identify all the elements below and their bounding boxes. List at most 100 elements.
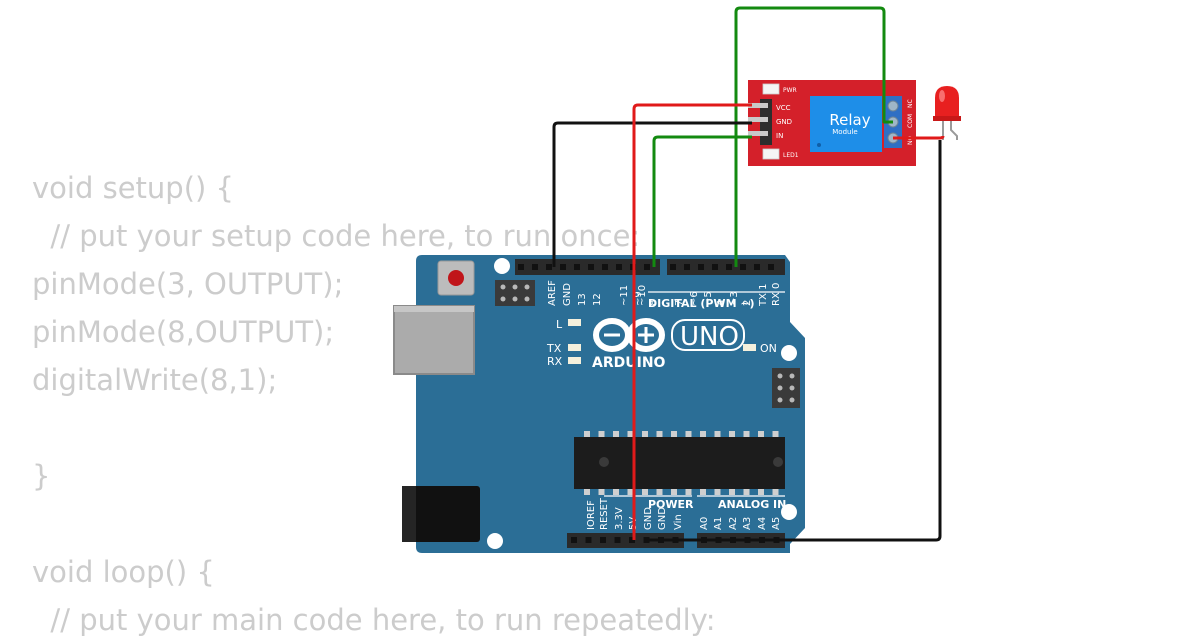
wire-green-in[interactable] [652, 135, 752, 267]
usb-connector [393, 305, 475, 375]
power-pin-label: GND [643, 507, 654, 530]
digital-pin-label: GND [562, 283, 573, 306]
led-tx [568, 344, 581, 351]
header-socket[interactable] [768, 264, 774, 270]
digital-pin-label: ~9 [633, 291, 644, 306]
digital-pin-label: 7 [674, 300, 685, 306]
header-socket[interactable] [670, 264, 676, 270]
chip-pin [772, 431, 779, 437]
header-socket[interactable] [740, 264, 746, 270]
digital-pin-label: RX 0 [771, 283, 782, 306]
analog-header-title: ANALOG IN [718, 498, 786, 511]
chip-pin [642, 431, 648, 437]
relay-cube [810, 96, 882, 152]
relay-pin-label-gnd: GND [776, 118, 792, 126]
power-pin-label: RESET [599, 497, 610, 530]
chip-pin [772, 489, 779, 495]
header-socket[interactable] [574, 264, 580, 270]
chip-pin [685, 431, 692, 437]
chip-pin [729, 431, 735, 437]
power-pin-label: GND [657, 507, 668, 530]
chip-pin [584, 489, 590, 495]
wire-green-com[interactable] [734, 6, 893, 267]
relay-title: Relay [829, 111, 870, 129]
analog-pin-label: A1 [713, 517, 724, 530]
icsp-header-right [772, 368, 800, 408]
relay-pin-label-vcc: VCC [776, 104, 791, 112]
digital-pin-label: 2 [742, 300, 753, 306]
power-header-title: POWER [648, 498, 694, 511]
relay-terminal-label-no: NO [907, 136, 914, 145]
header-socket[interactable] [571, 537, 577, 543]
digital-pin-label: ~6 [689, 291, 700, 306]
mounting-hole [487, 533, 503, 549]
red-led[interactable] [933, 86, 961, 140]
header-socket[interactable] [585, 537, 592, 543]
analog-pin-label: A5 [771, 517, 782, 530]
header-socket[interactable] [726, 264, 732, 270]
header-socket[interactable] [629, 537, 635, 543]
digital-header-title: DIGITAL (PWM ~) [648, 297, 755, 310]
relay-subtitle: Module [832, 128, 857, 136]
chip-pin [729, 489, 735, 495]
code-line: void loop() { [32, 555, 215, 589]
header-socket[interactable] [644, 264, 650, 270]
chip-pin [714, 489, 721, 495]
header-socket[interactable] [600, 537, 606, 543]
led-l [568, 319, 581, 326]
led-on [743, 344, 756, 351]
relay-led-pwr-label: PWR [783, 87, 797, 94]
atmega-chip [574, 437, 785, 489]
header-socket[interactable] [614, 537, 621, 543]
led-label-l: L [556, 318, 563, 331]
header-socket[interactable] [712, 264, 718, 270]
relay-led1-label: LED1 [783, 152, 799, 159]
model-name: UNO [680, 322, 739, 352]
wire-black-gnd[interactable] [552, 121, 752, 267]
digital-pin-label: ~10 [637, 285, 648, 306]
chip-pin [598, 489, 605, 495]
chip-pin [627, 489, 634, 495]
led-rx [568, 357, 581, 364]
chip-pin [627, 431, 634, 437]
header-socket[interactable] [560, 264, 566, 270]
header-socket[interactable] [684, 264, 690, 270]
wire-black-led[interactable] [644, 140, 942, 542]
chip-pin [758, 489, 764, 495]
wire-red-vcc[interactable] [632, 103, 752, 540]
digital-pin-label: 8 [648, 300, 659, 306]
header-socket[interactable] [518, 264, 524, 270]
digital-pin-label: 13 [577, 293, 588, 306]
mounting-hole [781, 345, 797, 361]
relay-led-pwr [762, 83, 780, 95]
header-socket[interactable] [588, 264, 594, 270]
wires [552, 6, 945, 542]
header-socket[interactable] [602, 264, 608, 270]
header-socket[interactable] [698, 264, 704, 270]
chip-pin [613, 431, 619, 437]
header-socket[interactable] [754, 264, 760, 270]
led-label-rx: RX [547, 355, 563, 368]
arduino-infinity-logo-icon [593, 318, 665, 352]
dc-power-jack [402, 486, 480, 542]
chip-pin [671, 489, 677, 495]
digital-pin-label: 4 [716, 300, 727, 306]
chip-pin [685, 489, 692, 495]
code-line: // put your setup code here, to run once… [32, 219, 641, 253]
digital-pin-label: AREF [547, 280, 558, 306]
code-line: pinMode(8,OUTPUT); [32, 315, 335, 349]
code-line: digitalWrite(8,1); [32, 363, 278, 397]
chip-pin [700, 431, 706, 437]
relay-led1 [762, 148, 780, 160]
chip-pin [656, 431, 663, 437]
chip-pin [671, 431, 677, 437]
header-socket[interactable] [616, 264, 622, 270]
relay-terminal-label-com: COM [907, 114, 914, 128]
wire-red-led[interactable] [893, 135, 945, 140]
header-socket[interactable] [546, 264, 552, 270]
header-socket[interactable] [532, 264, 538, 270]
digital-pin-label: TX 1 [758, 284, 769, 308]
reset-button-cap[interactable] [448, 270, 464, 286]
uno-badge [671, 319, 745, 351]
